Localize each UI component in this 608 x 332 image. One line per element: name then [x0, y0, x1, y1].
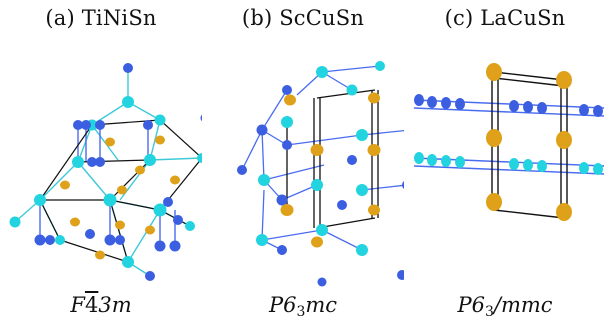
panel-c-gold-atoms	[486, 63, 572, 221]
panel-a-space-group: F43m	[0, 293, 202, 317]
panel-b-structure	[237, 61, 404, 287]
panel-c-sg-tail: /mmc	[493, 293, 553, 317]
panel-c: (c) LaCuSn	[404, 0, 606, 332]
panel-c-space-group: P63/mmc	[404, 293, 606, 320]
panel-b-space-group: P63mc	[202, 293, 404, 320]
panel-a-gold-atoms	[60, 135, 180, 260]
panel-a-cyan-atoms	[9, 96, 202, 268]
panel-a: (a) TiNiSn	[0, 0, 202, 332]
panel-a-sg-bar: 4	[84, 293, 99, 317]
panel-c-blue-atoms	[414, 94, 603, 117]
panel-c-sg-pre: P6	[457, 293, 485, 317]
panel-a-title: (a) TiNiSn	[45, 6, 157, 30]
panel-b-bonds	[241, 65, 404, 251]
panel-a-sg-pre: F	[70, 293, 85, 317]
panel-b-blue-atoms	[237, 85, 404, 287]
panel-b-title: (b) ScCuSn	[241, 6, 365, 30]
panel-c-cyan-atoms	[414, 152, 603, 175]
panel-c-title: (c) LaCuSn	[444, 6, 566, 30]
panel-b-sg-sub: 3	[296, 304, 306, 320]
panel-a-sg-post: 3m	[98, 293, 132, 317]
panel-c-bonds	[413, 71, 605, 219]
panel-a-structure	[9, 63, 202, 281]
panel-b-cyan-atoms	[256, 61, 385, 256]
panel-c-structure	[413, 63, 605, 221]
panel-b-sg-pre: P6	[268, 293, 297, 317]
panel-c-sg-sub: 3	[484, 304, 494, 320]
panel-b-gold-atoms	[280, 92, 381, 248]
panel-a-blue-atoms	[34, 63, 202, 281]
panel-b-sg-tail: mc	[305, 293, 338, 317]
panel-b: (b) ScCuSn	[202, 0, 404, 332]
